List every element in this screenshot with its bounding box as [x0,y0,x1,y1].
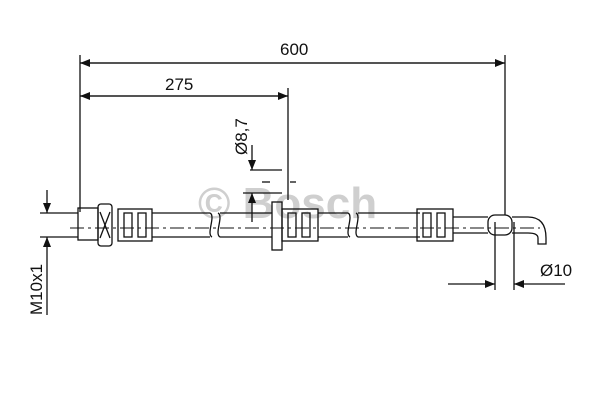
dimension-label-thread: M10x1 [27,264,46,315]
dimension-label-600: 600 [280,40,308,59]
hose [152,212,420,238]
dimension-label-275: 275 [165,75,193,94]
dimension-label-d87: Ø8,7 [232,118,251,155]
right-fitting [416,208,547,245]
left-fitting [77,203,153,247]
bracket-fitting [271,201,319,251]
dimension-label-d10: Ø10 [540,261,572,280]
